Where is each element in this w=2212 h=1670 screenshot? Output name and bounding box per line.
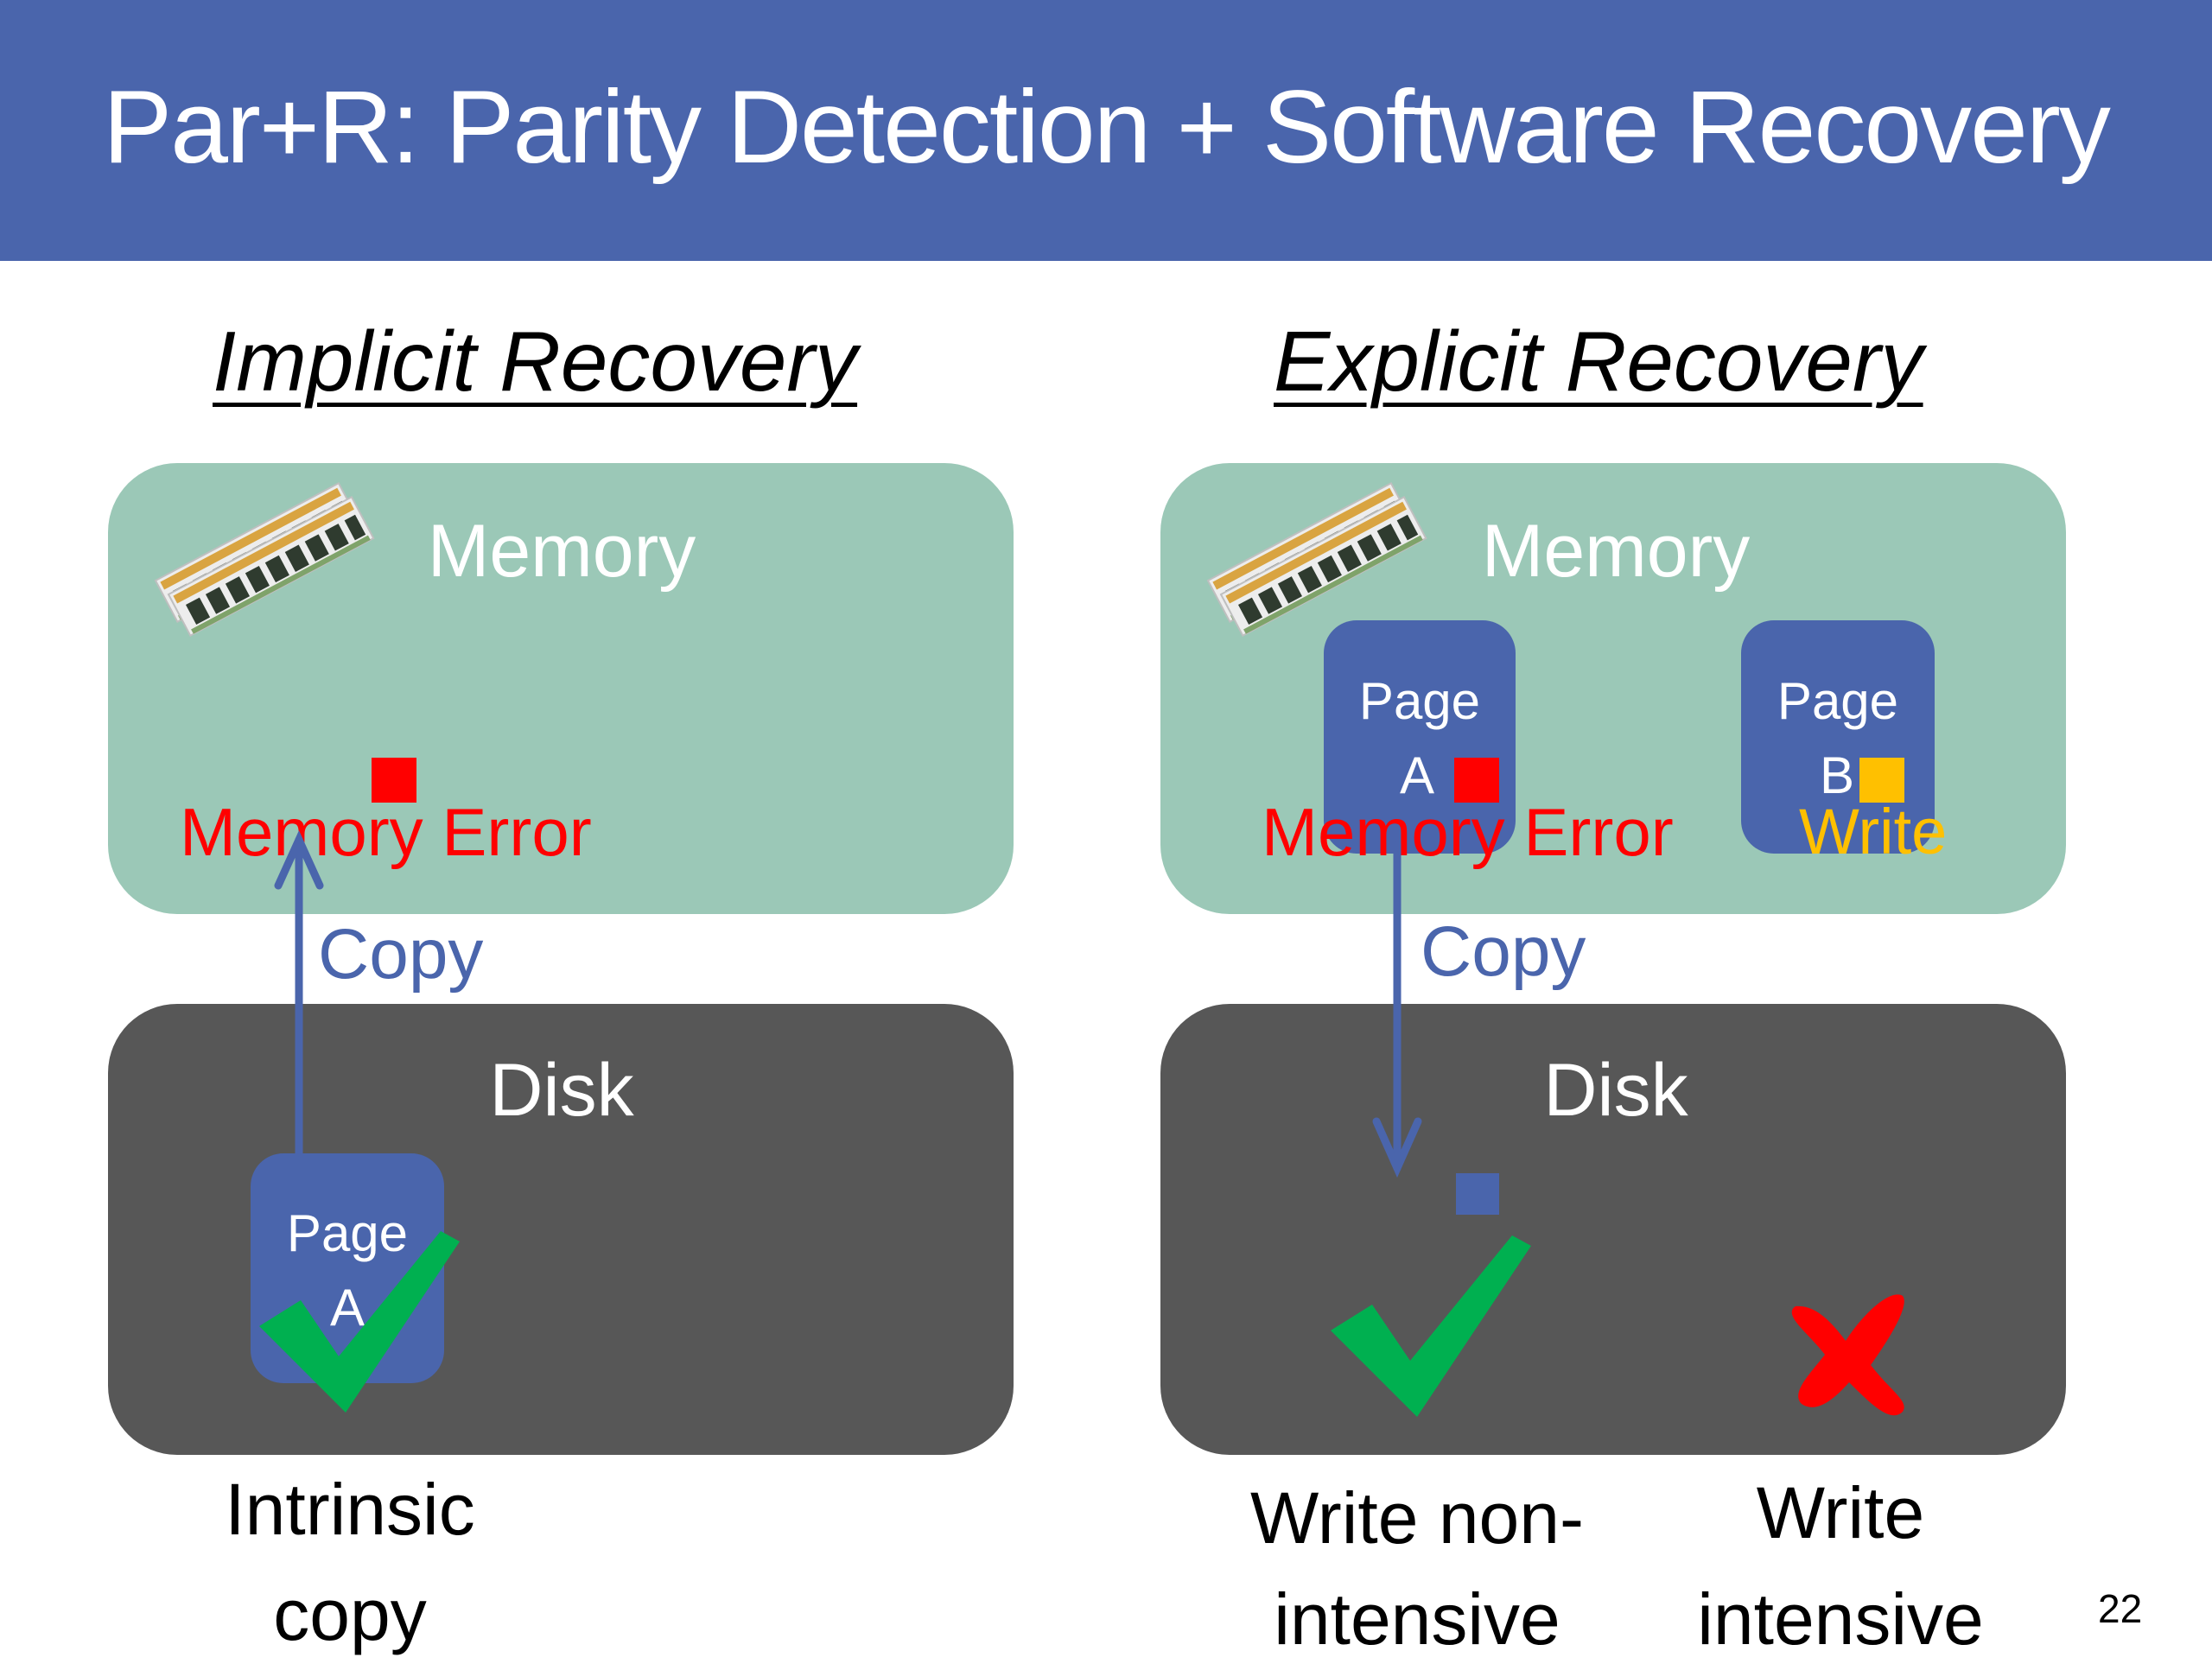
- implicit-memory-label: Memory: [427, 510, 696, 593]
- explicit-page-b-label-line1: Page: [1777, 672, 1899, 730]
- implicit-page-a-label-line1: Page: [286, 1204, 409, 1262]
- title-bar: [0, 0, 2212, 261]
- explicit-caption-left-line2: intensive: [1274, 1578, 1560, 1660]
- explicit-memory-label: Memory: [1481, 510, 1751, 593]
- implicit-check-mark-icon: [259, 1231, 460, 1413]
- implicit-caption-line2: copy: [273, 1574, 427, 1655]
- explicit-page-b-box: [1741, 620, 1935, 854]
- explicit-error-label: Memory Error: [1262, 794, 1674, 870]
- explicit-write-label: Write: [1799, 796, 1948, 867]
- explicit-copy-label: Copy: [1421, 912, 1586, 991]
- implicit-error-label: Memory Error: [180, 794, 592, 870]
- explicit-page-b-label-line2: B: [1819, 746, 1855, 804]
- explicit-page-a-box: [1324, 620, 1516, 854]
- explicit-cross-mark-icon: [1791, 1294, 1904, 1416]
- implicit-error-marker: [372, 758, 416, 803]
- explicit-error-marker: [1454, 758, 1499, 803]
- explicit-disk-page-marker: [1456, 1173, 1499, 1215]
- explicit-caption-right-line1: Write: [1756, 1472, 1925, 1553]
- explicit-page-a-label-line2: A: [1399, 746, 1435, 804]
- explicit-caption-right-line2: intensive: [1697, 1578, 1984, 1660]
- implicit-copy-label: Copy: [318, 915, 484, 994]
- explicit-recovery-heading: Explicit Recovery: [1274, 314, 1923, 409]
- explicit-page-a-label-line1: Page: [1358, 672, 1481, 730]
- explicit-caption-left-line1: Write non-: [1250, 1477, 1584, 1559]
- implicit-memory-module-icon: [155, 482, 375, 637]
- implicit-copy-arrow-up-icon: [274, 830, 324, 1158]
- implicit-caption-line1: Intrinsic: [225, 1469, 475, 1550]
- slide-title: Par+R: Parity Detection + Software Recov…: [103, 69, 2111, 185]
- explicit-disk-box: [1160, 1004, 2066, 1455]
- implicit-disk-label: Disk: [489, 1049, 634, 1132]
- explicit-copy-arrow-down-icon: [1372, 841, 1422, 1178]
- implicit-page-a-label-line2: A: [329, 1279, 365, 1337]
- slide-number: 22: [2098, 1586, 2143, 1631]
- implicit-recovery-heading: Implicit Recovery: [213, 314, 858, 409]
- explicit-write-marker: [1859, 758, 1904, 803]
- explicit-check-mark-icon: [1331, 1235, 1531, 1417]
- explicit-memory-module-icon: [1207, 482, 1427, 637]
- explicit-disk-label: Disk: [1543, 1049, 1688, 1132]
